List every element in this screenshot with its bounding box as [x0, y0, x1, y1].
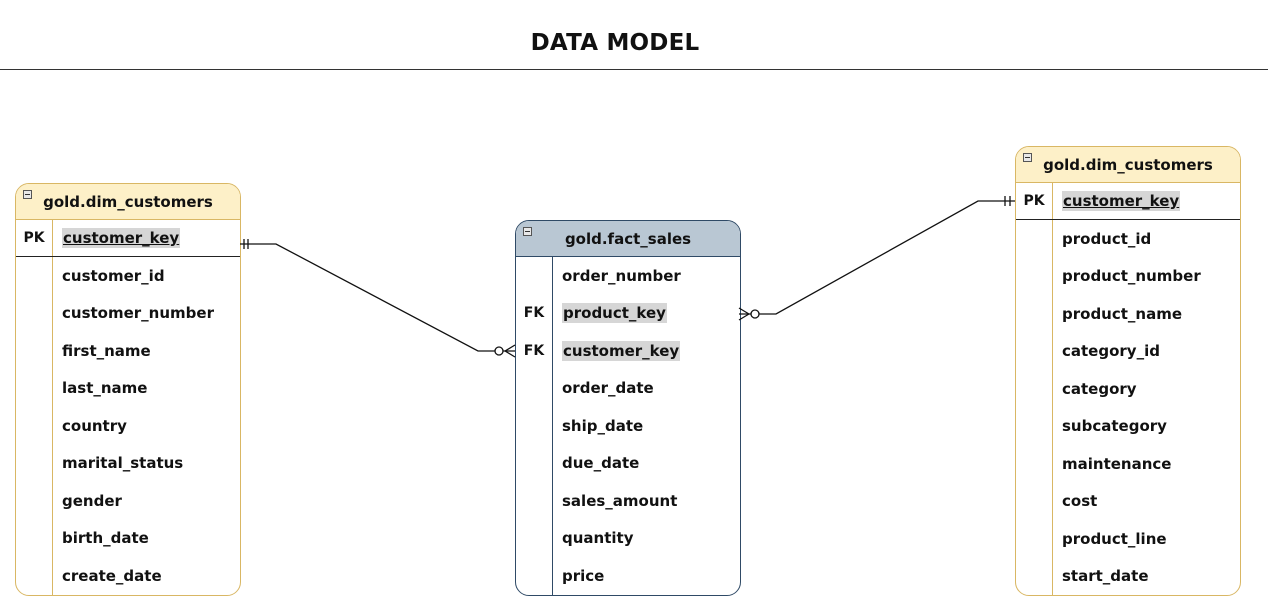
field-row[interactable]: customer_number: [16, 295, 240, 333]
field-name: ship_date: [562, 416, 644, 435]
pk-label: PK: [1023, 193, 1045, 209]
field-name: product_number: [1062, 267, 1201, 286]
field-row[interactable]: FK product_key: [516, 295, 740, 333]
relationship-customers-fact[interactable]: [240, 239, 516, 358]
fk-label: FK: [523, 305, 545, 322]
entity-dim-customers[interactable]: gold.dim_customers PK customer_key custo…: [15, 183, 241, 596]
crowfoot-icon: [504, 344, 516, 352]
field-row[interactable]: first_name: [16, 332, 240, 370]
entity-header[interactable]: gold.dim_customers: [16, 184, 240, 220]
field-name: order_date: [562, 379, 654, 398]
entity-dim-products[interactable]: gold.dim_customers PK customer_key produ…: [1015, 146, 1241, 596]
field-row[interactable]: FK customer_key: [516, 332, 740, 370]
field-name: category_id: [1062, 342, 1160, 361]
entity-header[interactable]: gold.dim_customers: [1016, 147, 1240, 183]
field-name: product_key: [562, 295, 667, 333]
collapse-icon[interactable]: [523, 227, 532, 236]
pk-row[interactable]: PK customer_key: [16, 220, 240, 257]
relationship-products-fact[interactable]: [738, 196, 1015, 321]
field-row[interactable]: price: [516, 557, 740, 595]
fk-label: FK: [523, 342, 545, 359]
field-name: birth_date: [62, 529, 149, 548]
field-row[interactable]: due_date: [516, 445, 740, 483]
field-row[interactable]: cost: [1016, 483, 1240, 521]
field-row[interactable]: category: [1016, 370, 1240, 408]
field-row[interactable]: customer_id: [16, 257, 240, 295]
field-name: marital_status: [62, 454, 184, 473]
field-name: gender: [62, 491, 122, 510]
entity-title: gold.dim_customers: [43, 193, 213, 211]
field-row[interactable]: last_name: [16, 370, 240, 408]
entity-title: gold.dim_customers: [1043, 156, 1213, 174]
field-name: last_name: [62, 379, 148, 398]
field-name: order_number: [562, 266, 681, 285]
crowfoot-icon: [504, 350, 516, 358]
entity-title: gold.fact_sales: [564, 230, 692, 248]
crowfoot-icon: [738, 313, 750, 321]
field-row[interactable]: product_name: [1016, 295, 1240, 333]
field-name: start_date: [1062, 567, 1149, 586]
title-divider: [0, 69, 1268, 70]
field-row[interactable]: create_date: [16, 557, 240, 595]
entity-body: PK customer_key customer_id customer_num…: [16, 220, 240, 595]
field-name: customer_id: [62, 266, 165, 285]
field-row[interactable]: gender: [16, 482, 240, 520]
field-row[interactable]: sales_amount: [516, 482, 740, 520]
field-name: sales_amount: [562, 491, 678, 510]
key-column-divider: [52, 220, 53, 595]
key-column-divider: [1052, 183, 1053, 595]
page-title: DATA MODEL: [530, 30, 700, 56]
field-name: create_date: [62, 566, 162, 585]
entity-body: order_number FK product_key FK customer_…: [516, 257, 740, 595]
customer-key-field: customer_key: [562, 340, 681, 361]
zero-circle-icon: [494, 346, 504, 356]
entity-body: PK customer_key product_id product_numbe…: [1016, 183, 1240, 595]
field-name: quantity: [562, 529, 634, 548]
field-row[interactable]: category_id: [1016, 333, 1240, 371]
pk-label: PK: [23, 230, 45, 246]
field-name: price: [562, 566, 605, 585]
field-row[interactable]: maintenance: [1016, 445, 1240, 483]
field-name: subcategory: [1062, 417, 1167, 436]
field-row[interactable]: order_date: [516, 370, 740, 408]
field-name: product_name: [1062, 304, 1183, 323]
key-column-divider: [552, 257, 553, 595]
field-row[interactable]: marital_status: [16, 445, 240, 483]
field-row[interactable]: start_date: [1016, 558, 1240, 596]
field-row[interactable]: ship_date: [516, 407, 740, 445]
customer-key-field: customer_key: [1062, 191, 1181, 211]
entity-header[interactable]: gold.fact_sales: [516, 221, 740, 257]
crowfoot-icon: [738, 307, 750, 315]
field-name: category: [1062, 379, 1137, 398]
field-row[interactable]: birth_date: [16, 520, 240, 558]
collapse-icon[interactable]: [1023, 153, 1032, 162]
entity-fact-sales[interactable]: gold.fact_sales order_number FK product_…: [515, 220, 741, 596]
field-row[interactable]: quantity: [516, 520, 740, 558]
relationship-line: [240, 243, 515, 352]
field-row[interactable]: product_line: [1016, 520, 1240, 558]
zero-circle-icon: [750, 309, 760, 319]
field-name: customer_key: [1062, 183, 1181, 219]
field-name: product_id: [1062, 229, 1152, 248]
pk-row[interactable]: PK customer_key: [1016, 183, 1240, 220]
field-name: due_date: [562, 454, 640, 473]
product-key-field: product_key: [562, 303, 667, 324]
field-row[interactable]: subcategory: [1016, 408, 1240, 446]
field-name: product_line: [1062, 529, 1167, 548]
field-name: customer_number: [62, 304, 214, 323]
field-row[interactable]: country: [16, 407, 240, 445]
field-row[interactable]: product_number: [1016, 258, 1240, 296]
field-name: cost: [1062, 492, 1098, 511]
field-name: customer_key: [562, 332, 681, 370]
field-name: first_name: [62, 341, 151, 360]
relationship-line: [739, 200, 1015, 315]
field-name: maintenance: [1062, 454, 1172, 473]
collapse-icon[interactable]: [23, 190, 32, 199]
field-row[interactable]: product_id: [1016, 220, 1240, 258]
field-name: customer_key: [62, 220, 181, 256]
field-row[interactable]: order_number: [516, 257, 740, 295]
field-name: country: [62, 416, 127, 435]
customer-key-field: customer_key: [62, 228, 181, 248]
